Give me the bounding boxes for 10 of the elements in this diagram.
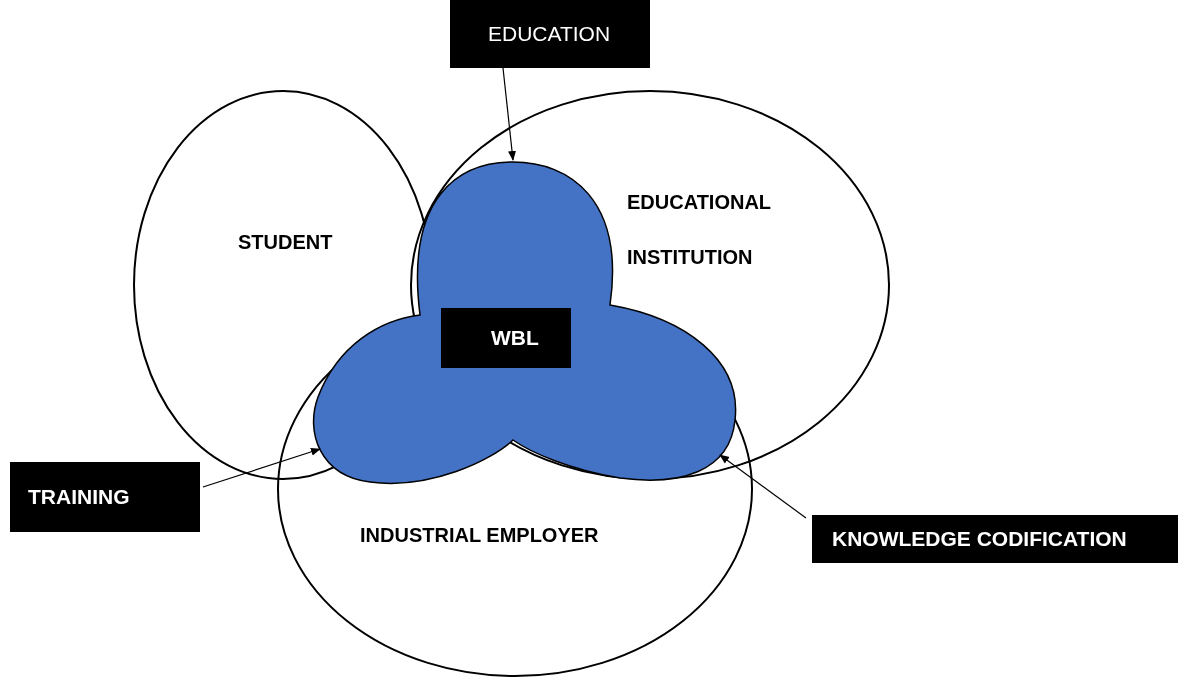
label-box: WBL	[441, 308, 571, 368]
leader-arrow	[719, 454, 807, 519]
leader-arrow	[202, 448, 321, 488]
label-box: EDUCATION	[450, 0, 650, 68]
label-box: TRAINING	[10, 462, 200, 532]
leader-arrow	[502, 67, 516, 161]
set-label: INDUSTRIAL EMPLOYER	[360, 523, 600, 548]
label-box: KNOWLEDGE CODIFICATION	[812, 515, 1178, 563]
set-label: EDUCATIONAL INSTITUTION	[627, 190, 772, 270]
set-label: STUDENT	[238, 230, 334, 255]
